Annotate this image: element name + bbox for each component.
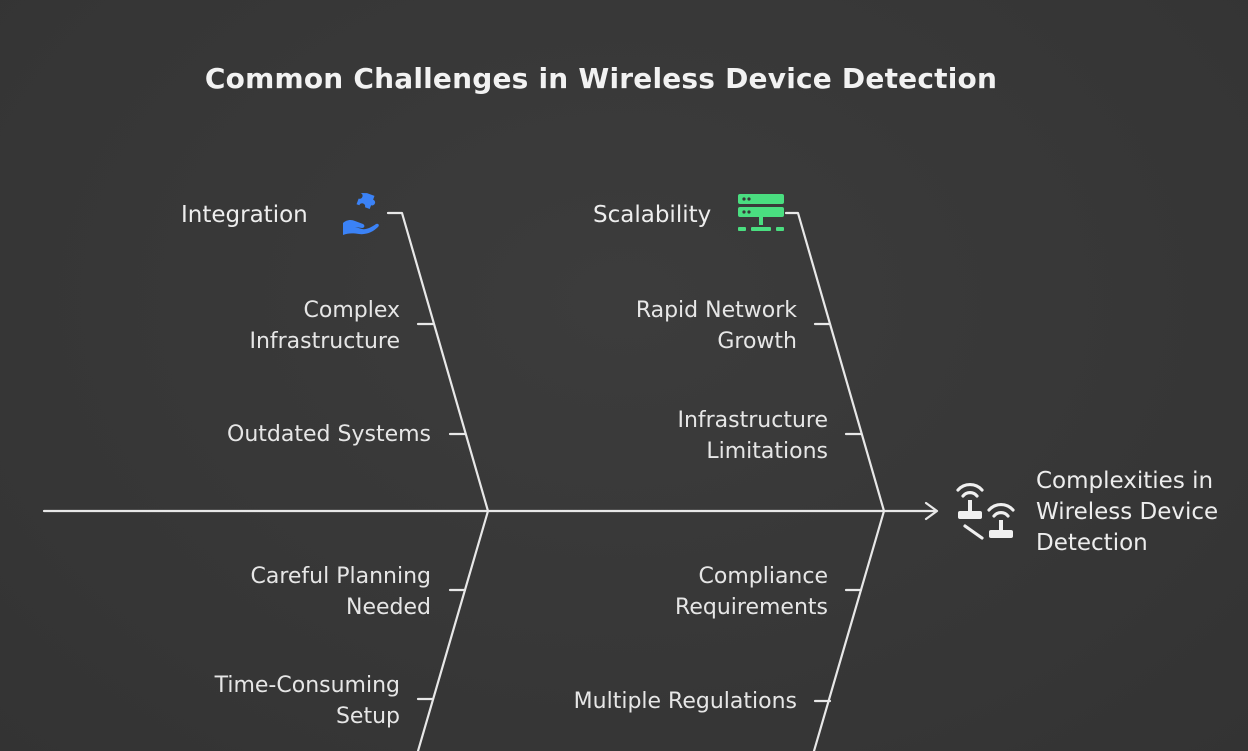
bone-scalability (784, 211, 886, 513)
cause-time-consuming: Time-Consuming Setup (215, 670, 400, 732)
cause-line: Rapid Network (635, 298, 797, 323)
cause-line: Infrastructure (249, 329, 400, 354)
cause-outdated-systems: Outdated Systems (227, 422, 431, 447)
effect-label: Complexities in Wireless Device Detectio… (1036, 466, 1218, 559)
cause-line: Limitations (706, 439, 828, 464)
cause-multiple-regulations: Multiple Regulations (573, 689, 797, 714)
cause-careful-planning: Careful Planning Needed (250, 561, 431, 623)
bone-right-lower (812, 509, 886, 751)
cause-complex-infrastructure: Complex Infrastructure (249, 295, 400, 357)
cause-line: Infrastructure (677, 408, 828, 433)
spine-arrowhead (924, 501, 939, 521)
cause-line: Requirements (675, 595, 828, 620)
bone-left-lower (416, 509, 490, 751)
category-integration-label: Integration (181, 202, 308, 228)
cause-compliance: Compliance Requirements (675, 561, 828, 623)
diagram-title: Common Challenges in Wireless Device Det… (204, 62, 998, 95)
cause-line: Setup (335, 704, 400, 729)
cause-line: Compliance (698, 564, 829, 589)
server-network-icon (738, 194, 784, 231)
effect-line: Wireless Device (1036, 499, 1219, 525)
bone-integration (386, 211, 490, 513)
effect-line: Complexities in (1036, 468, 1214, 494)
cause-line: Needed (346, 595, 431, 620)
wireless-routers-icon (956, 483, 1015, 540)
hand-puzzle-icon (343, 192, 379, 235)
cause-infra-limitations: Infrastructure Limitations (677, 405, 828, 467)
category-scalability-label: Scalability (593, 202, 712, 228)
cause-line: Careful Planning (250, 564, 431, 589)
cause-line: Growth (717, 329, 797, 354)
cause-line: Complex (303, 298, 401, 323)
cause-rapid-growth: Rapid Network Growth (636, 295, 797, 357)
cause-line: Time-Consuming (214, 673, 400, 698)
effect-line: Detection (1036, 530, 1148, 556)
